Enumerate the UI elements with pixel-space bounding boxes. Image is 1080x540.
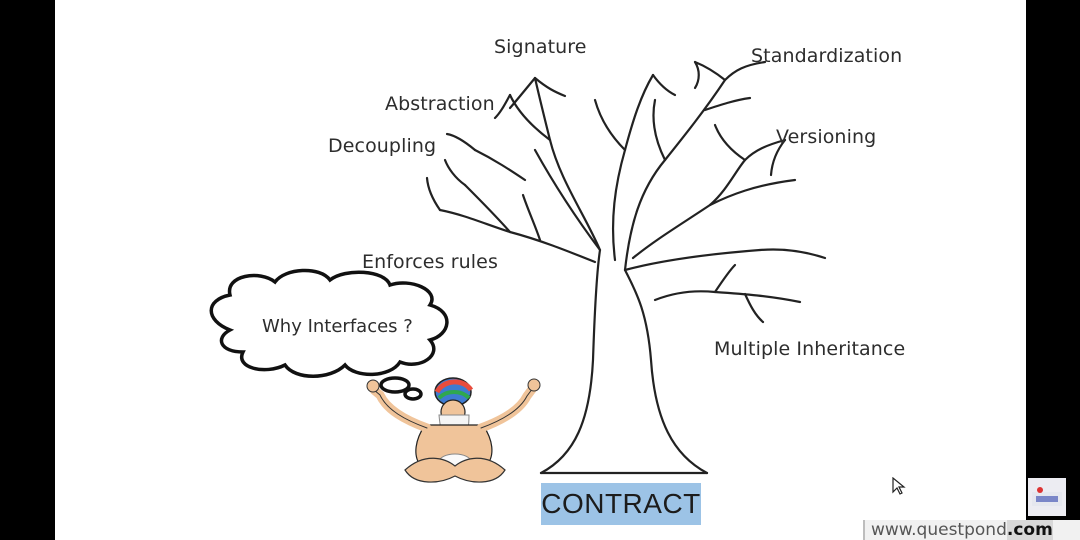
label-multiple-inheritance: Multiple Inheritance — [714, 338, 906, 360]
contract-label: CONTRACT — [541, 488, 701, 519]
label-enforces-rules: Enforces rules — [362, 251, 498, 273]
thought-question: Why Interfaces ? — [262, 316, 413, 337]
branch-versioning — [631, 138, 787, 260]
tree-trunk — [533, 148, 602, 475]
branch-multiple-inheritance — [653, 290, 802, 304]
label-abstraction: Abstraction — [385, 93, 495, 115]
logo-icon — [1028, 478, 1066, 516]
label-standardization: Standardization — [751, 45, 903, 67]
label-signature: Signature — [494, 36, 587, 58]
thought-cloud-icon — [209, 268, 449, 401]
contract-box: CONTRACT — [541, 483, 701, 525]
slide: Signature Standardization Abstraction De… — [55, 0, 1026, 540]
tree-illustration — [209, 60, 827, 483]
footer-url-domain: www.questpond — [871, 520, 1007, 540]
branch-signature — [533, 76, 602, 252]
footer-url: www.questpond.com — [863, 520, 1080, 540]
meditating-sage-illustration — [366, 377, 541, 483]
mouse-cursor-icon — [892, 477, 906, 495]
label-versioning: Versioning — [776, 126, 877, 148]
footer-url-tld: .com — [1006, 520, 1053, 540]
label-decoupling: Decoupling — [328, 135, 437, 157]
